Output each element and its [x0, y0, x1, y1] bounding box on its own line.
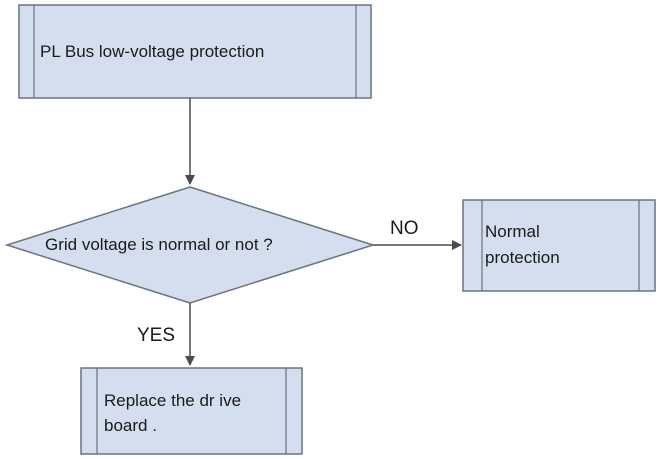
normal-protection-box — [462, 199, 656, 292]
start-process-box — [18, 4, 372, 99]
normal-protection-line1: Normal — [485, 222, 540, 241]
yes-branch-label: YES — [137, 325, 176, 346]
decision-text: Grid voltage is normal or not ? — [45, 235, 273, 254]
no-branch-label: NO — [390, 218, 419, 239]
replace-drive-board-line1: Replace the dr ive — [104, 391, 242, 410]
normal-protection-line2: protection — [485, 248, 560, 267]
start-box-text: PL Bus low-voltage protection — [40, 42, 265, 61]
replace-drive-board-box — [80, 367, 303, 455]
replace-drive-board-line2: board . — [104, 416, 157, 435]
